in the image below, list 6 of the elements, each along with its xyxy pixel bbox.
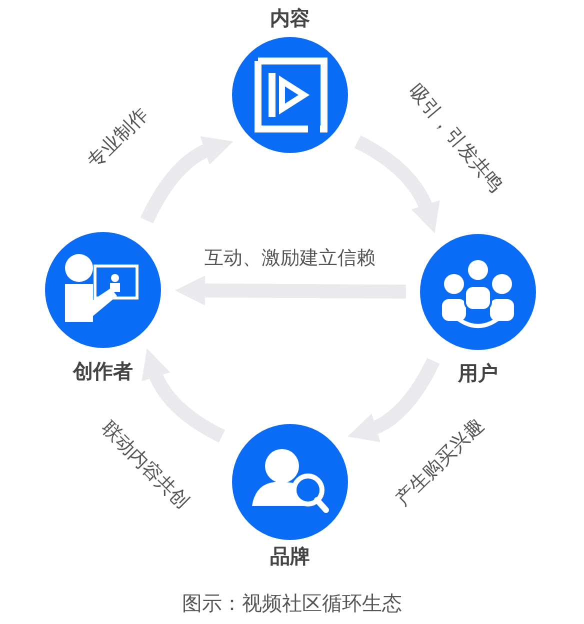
- node-label: 用户: [456, 360, 499, 387]
- node-label: 内容: [269, 5, 311, 32]
- edge-label: 互动、激励建立信赖: [202, 248, 378, 268]
- node-label: 品牌: [269, 543, 311, 570]
- node-label: 创作者: [72, 358, 134, 385]
- caption: 图示：视频社区循环生态: [181, 590, 403, 617]
